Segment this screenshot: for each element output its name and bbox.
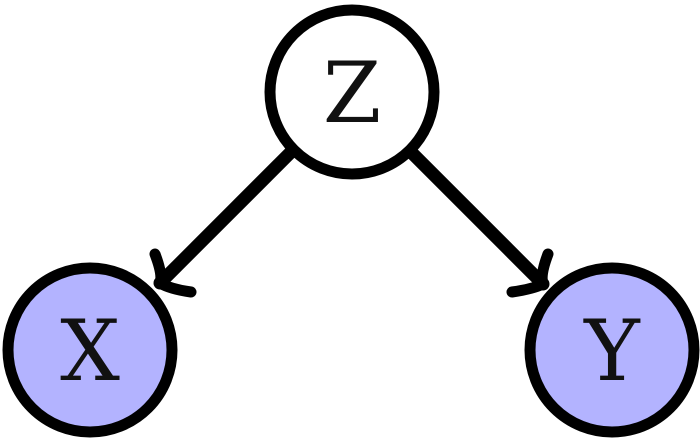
node-z-circle (264, 4, 440, 180)
node-x: X (2, 262, 178, 438)
node-z: Z (264, 4, 440, 180)
node-z-label: Z (323, 44, 381, 142)
edge-z-to-y-arrowhead (506, 248, 554, 298)
node-y-circle (524, 262, 700, 438)
node-y-label: Y (583, 302, 641, 400)
node-y: Y (524, 262, 700, 438)
edge-z-to-x-arrowhead (149, 248, 197, 298)
edge-z-to-x (153, 145, 298, 290)
node-x-circle (2, 262, 178, 438)
edge-z-to-y (404, 145, 550, 291)
edges (149, 145, 554, 298)
node-x-label: X (60, 302, 120, 400)
